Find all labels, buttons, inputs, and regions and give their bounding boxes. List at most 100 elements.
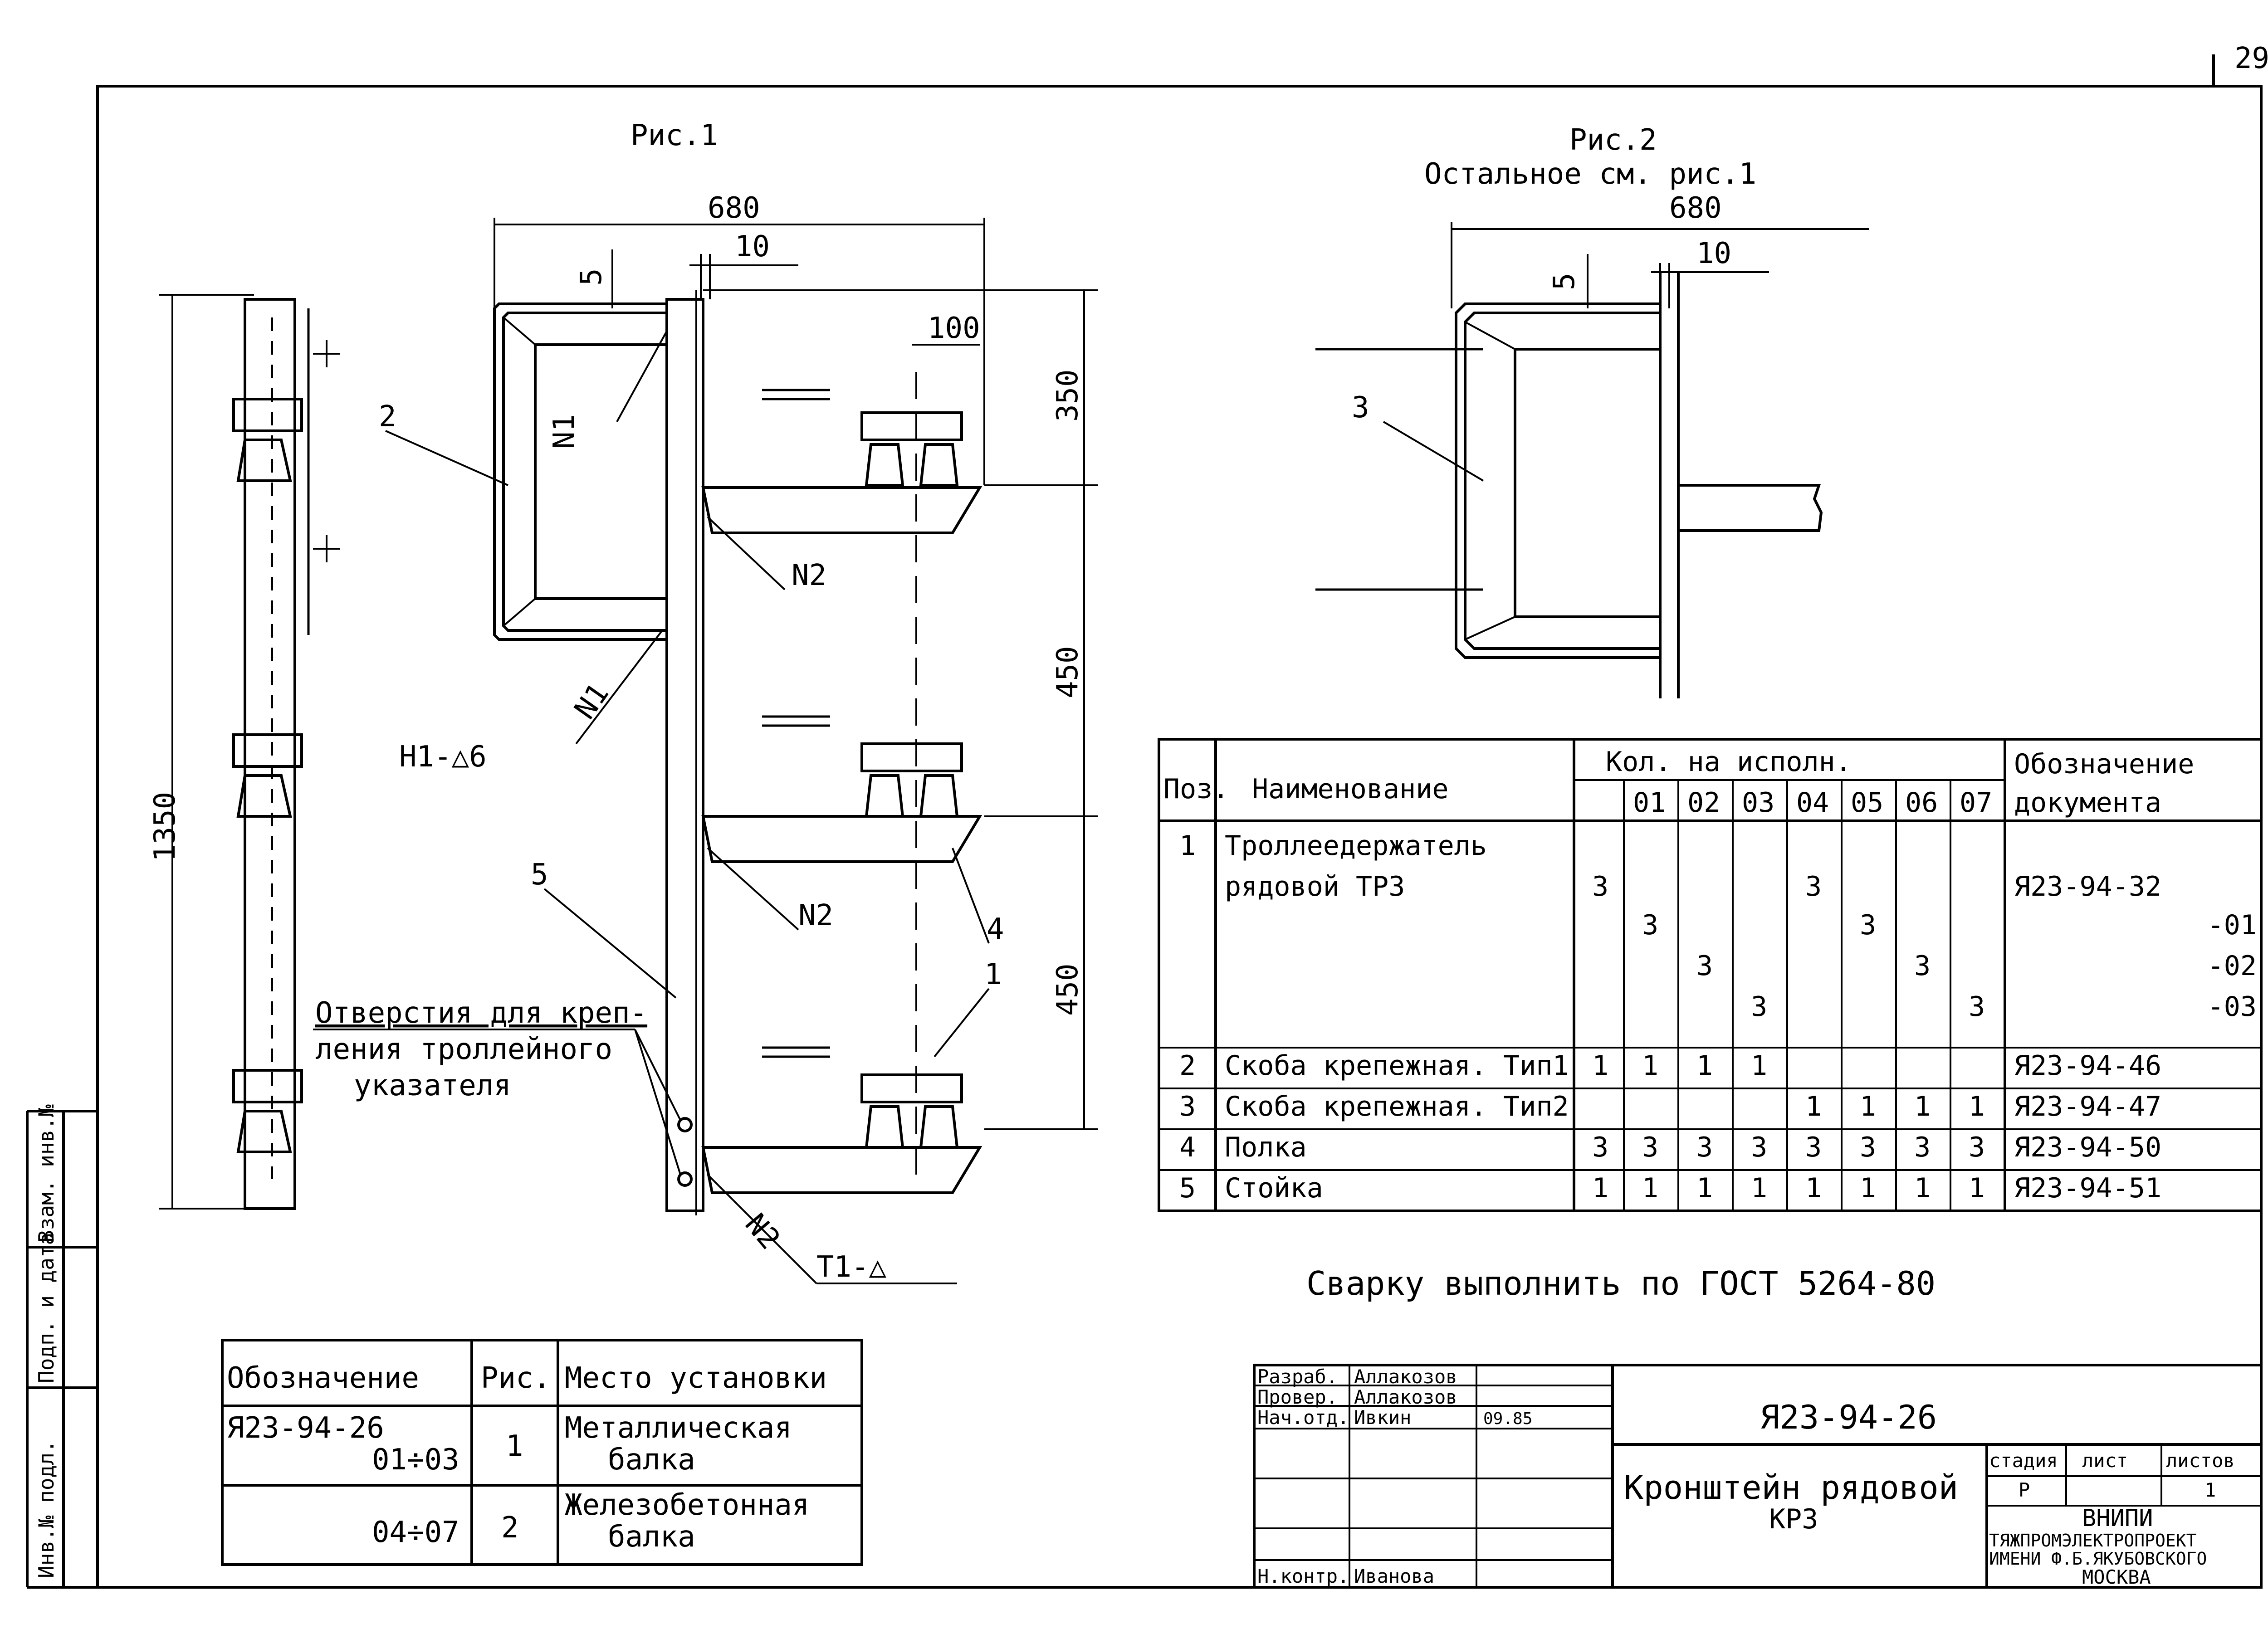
spec-row-qty: 3: [1592, 1132, 1608, 1163]
spec-row-name: рядовой ТР3: [1225, 871, 1405, 902]
fig1-dim-offset: 5: [575, 268, 608, 286]
fig1-weld-t1: T1-△: [816, 1250, 887, 1284]
tb-date: 09.85: [1483, 1410, 1532, 1428]
fig1-dim-width: 680: [708, 191, 760, 225]
tb-sheets-label: листов: [2166, 1449, 2235, 1472]
spec-row-doc: Я23-94-47: [2014, 1091, 2161, 1122]
fig2-dim-gap: 10: [1696, 237, 1731, 270]
usage-col-doc: Обозначение: [227, 1361, 419, 1395]
spec-variant-02: 02: [1687, 787, 1720, 819]
fig2-pos-3: 3: [1352, 391, 1369, 424]
spec-table: Поз. Наименование Кол. на исполн. Обозна…: [1163, 746, 2257, 1204]
tb-name: Аллакозов: [1354, 1386, 1457, 1408]
spec-row-qty: 1: [1751, 1050, 1767, 1082]
spec-row-pos: 2: [1179, 1050, 1196, 1082]
spec-variant-05: 05: [1851, 787, 1883, 819]
spec-row-qty: 3: [1914, 1132, 1931, 1163]
spec-row-qty: 3: [1805, 1132, 1822, 1163]
usage-col-place: Место установки: [565, 1361, 827, 1395]
fig1-dim-seg3: 450: [1051, 963, 1085, 1016]
usage-row1-place2: балка: [608, 1443, 695, 1477]
fig1-dim-step: 100: [928, 312, 980, 345]
tb-stage-label: стадия: [1989, 1449, 2058, 1472]
tb-name: Иванова: [1354, 1565, 1434, 1587]
usage-row1-place1: Металлическая: [565, 1411, 792, 1445]
spec-row-qty: 1: [1805, 1091, 1822, 1122]
spec-row-qty: 3: [1642, 1132, 1658, 1163]
tb-role: Нач.отд.: [1257, 1406, 1349, 1429]
side-stamp: Инв.№ подл. Подп. и дата Взам. инв.№: [34, 1104, 59, 1578]
usage-row2-fig: 2: [501, 1511, 519, 1545]
spec-row-qty: 1: [1969, 1172, 1985, 1204]
usage-row2-var: 04÷07: [372, 1516, 459, 1549]
spec-table-grid: [1158, 738, 2263, 1212]
spec-row-qty: 3: [1642, 909, 1658, 941]
tb-org-3: ИМЕНИ Ф.Б.ЯКУБОВСКОГО: [1989, 1549, 2207, 1569]
fig2-subtitle: Остальное см. рис.1: [1424, 157, 1756, 191]
spec-col-pos: Поз.: [1163, 773, 1229, 805]
spec-variant-03: 03: [1742, 787, 1774, 819]
spec-row-qty: 1: [1696, 1172, 1713, 1204]
spec-row-qty: 1: [1751, 1172, 1767, 1204]
tb-name: Ивкин: [1354, 1406, 1411, 1429]
spec-variant-04: 04: [1796, 787, 1829, 819]
spec-row-doc: Я23-94-51: [2014, 1172, 2161, 1204]
fig1-weld-n1-mid: N1: [568, 678, 616, 726]
spec-row-name: Скоба крепежная. Тип1: [1225, 1050, 1569, 1082]
fig1-dim-seg2: 450: [1051, 646, 1085, 698]
fig1-pos-1: 1: [984, 958, 1002, 991]
fig1-weld-n2-bot: N2: [738, 1208, 787, 1256]
usage-col-fig: Рис.: [481, 1361, 551, 1395]
tb-sheet-label: лист: [2082, 1449, 2128, 1472]
title-block: Я23-94-26 Кронштейн рядовой КР3 стадия л…: [1483, 1398, 2235, 1588]
usage-row2-place2: балка: [608, 1520, 695, 1554]
spec-row-qty: 3: [1860, 1132, 1876, 1163]
fig2-view: [1315, 222, 1869, 698]
tb-doc-code: Я23-94-26: [1760, 1398, 1937, 1436]
spec-row-qty: 1: [1592, 1172, 1608, 1204]
spec-row-doc: Я23-94-32: [2014, 871, 2161, 902]
tb-title-1: Кронштейн рядовой: [1624, 1468, 1958, 1507]
spec-row-qty: 1: [1969, 1091, 1985, 1122]
spec-row-pos: 1: [1179, 830, 1196, 862]
spec-row-qty: 3: [1751, 1132, 1767, 1163]
spec-col-doc-2: документа: [2014, 787, 2161, 819]
fig1-note-2: ления троллейного: [315, 1033, 612, 1066]
title-block-roles: Разраб.АллакозовПровер.АллакозовНач.отд.…: [1257, 1366, 1457, 1587]
tb-role: Разраб.: [1257, 1366, 1338, 1388]
spec-row-qty: 3: [1969, 991, 1985, 1023]
fig1-weld-n1-top: N1: [547, 414, 581, 449]
spec-row-qty: 1: [1696, 1050, 1713, 1082]
spec-row-qty: 1: [1860, 1172, 1876, 1204]
spec-col-name: Наименование: [1252, 773, 1448, 805]
spec-variant-07: 07: [1960, 787, 1992, 819]
spec-variant-01: 01: [1633, 787, 1666, 819]
spec-row-qty: 3: [1914, 950, 1931, 982]
fig2-dim-width: 680: [1669, 191, 1722, 225]
fig1-front-view: [313, 218, 1098, 1284]
usage-row2-place1: Железобетонная: [565, 1488, 809, 1522]
fig2-dim-offset: 5: [1548, 273, 1581, 290]
fig1-pos-4: 4: [987, 912, 1004, 946]
page-number: 29: [2234, 42, 2268, 75]
spec-row-doc: Я23-94-46: [2014, 1050, 2161, 1082]
tb-org-1: ВНИПИ: [2082, 1505, 2153, 1532]
spec-col-qty: Кол. на исполн.: [1606, 746, 1852, 778]
fig1-note-1: Отверстия для креп-: [315, 996, 647, 1030]
fig1-pos-2: 2: [379, 400, 396, 434]
spec-row-pos: 3: [1179, 1091, 1196, 1122]
fig1-title: Рис.1: [631, 119, 718, 152]
tb-role: Н.контр.: [1257, 1565, 1349, 1587]
tb-org-4: МОСКВА: [2082, 1566, 2151, 1588]
spec-row-qty: 1: [1805, 1172, 1822, 1204]
spec-row-qty: 1: [1592, 1050, 1608, 1082]
usage-row1-var: 01÷03: [372, 1443, 459, 1477]
spec-row-qty: 3: [1592, 871, 1608, 902]
spec-row-qty: 3: [1751, 991, 1767, 1023]
side-stamp-sign: Подп. и дата: [34, 1233, 59, 1383]
spec-row-qty: 1: [1642, 1050, 1658, 1082]
spec-row-name: Полка: [1225, 1132, 1307, 1163]
